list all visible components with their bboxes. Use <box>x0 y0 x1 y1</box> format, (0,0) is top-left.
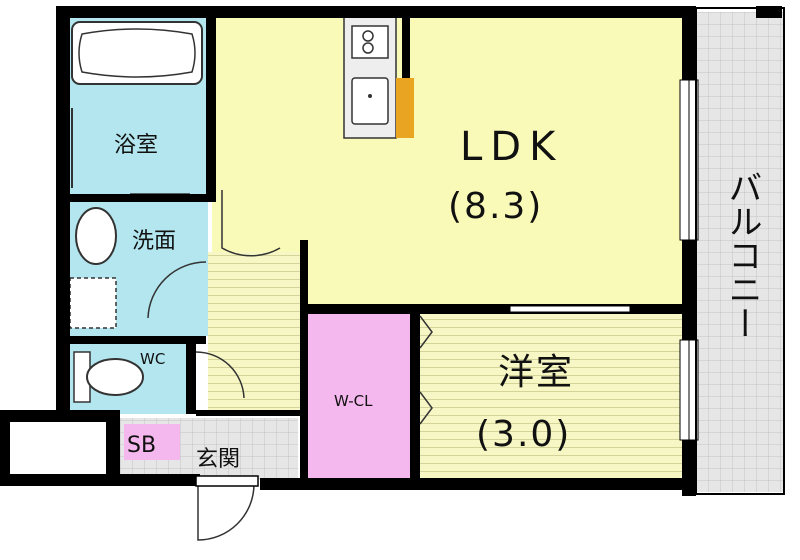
wc-label: WC <box>140 350 165 368</box>
sink <box>351 77 389 125</box>
doors <box>147 190 433 541</box>
entrance-label: 玄関 <box>196 447 240 472</box>
wash-basin <box>75 207 117 265</box>
bathtub <box>71 21 203 85</box>
washing-machine-space <box>69 277 117 329</box>
shoebox-floor <box>124 424 180 460</box>
hallway-floor <box>208 252 300 412</box>
bathroom-label: 浴室 <box>114 133 158 158</box>
balcony-label: バルコニー <box>722 170 762 340</box>
balcony-rail <box>695 7 785 495</box>
toilet-icon <box>86 358 144 396</box>
counter-accent <box>396 78 414 138</box>
burner-icon <box>362 42 374 54</box>
western-room-label: 洋室 <box>498 352 574 393</box>
shoebox-label: SB <box>127 433 156 458</box>
western-room-floor <box>418 314 682 480</box>
walk-in-closet-label: W-CL <box>334 392 373 410</box>
balcony-floor <box>696 12 784 492</box>
burner-icon <box>362 30 374 42</box>
western-room-size: (3.0) <box>476 414 571 455</box>
washroom-label: 洗面 <box>132 229 176 254</box>
ldk-size: (8.3) <box>448 186 543 227</box>
ldk-label: LDK <box>460 124 563 170</box>
faucet-icon <box>368 94 372 98</box>
walk-in-closet-floor <box>306 314 414 480</box>
